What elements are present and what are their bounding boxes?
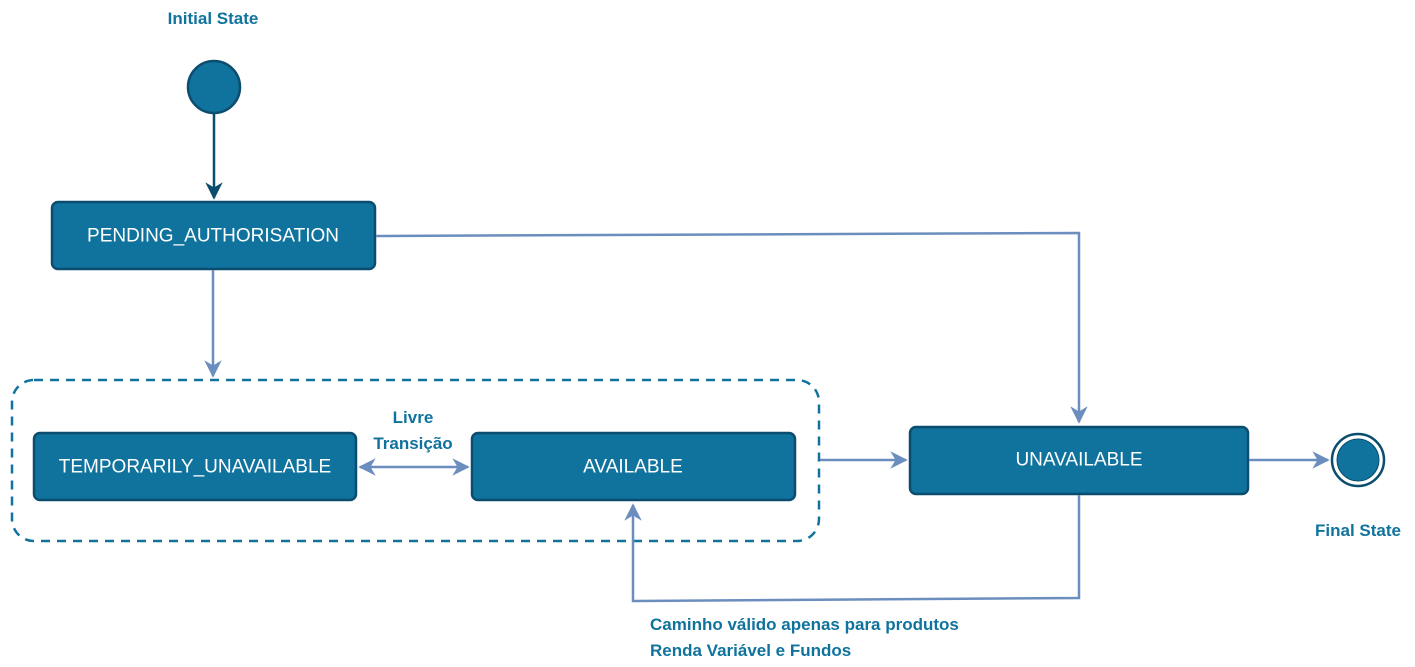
edge-unavailable-to-available — [624, 495, 1081, 603]
state-pending-authorisation: PENDING_AUTHORISATION — [50, 200, 377, 271]
available-states-group — [10, 378, 821, 543]
state-temporarily-unavailable-label: TEMPORARILY_UNAVAILABLE — [59, 457, 331, 478]
free-transition-label-line1: Livre — [393, 408, 434, 427]
return-path-note-line2: Renda Variável e Fundos — [650, 641, 851, 660]
state-unavailable: UNAVAILABLE — [908, 425, 1250, 496]
edge-pending-to-unavailable — [375, 231, 1088, 424]
final-state-inner-dot — [1336, 438, 1380, 482]
state-unavailable-label: UNAVAILABLE — [1015, 450, 1142, 471]
initial-state-label: Initial State — [168, 9, 259, 28]
state-temporarily-unavailable: TEMPORARILY_UNAVAILABLE — [32, 431, 358, 502]
final-state-label: Final State — [1315, 521, 1401, 540]
free-transition-label-line2: Transição — [373, 434, 452, 453]
state-pending-authorisation-label: PENDING_AUTHORISATION — [87, 226, 339, 247]
return-path-note-line1: Caminho válido apenas para produtos — [650, 615, 959, 634]
state-available-label: AVAILABLE — [583, 457, 683, 478]
state-available: AVAILABLE — [470, 431, 797, 502]
initial-state-node — [186, 59, 242, 115]
